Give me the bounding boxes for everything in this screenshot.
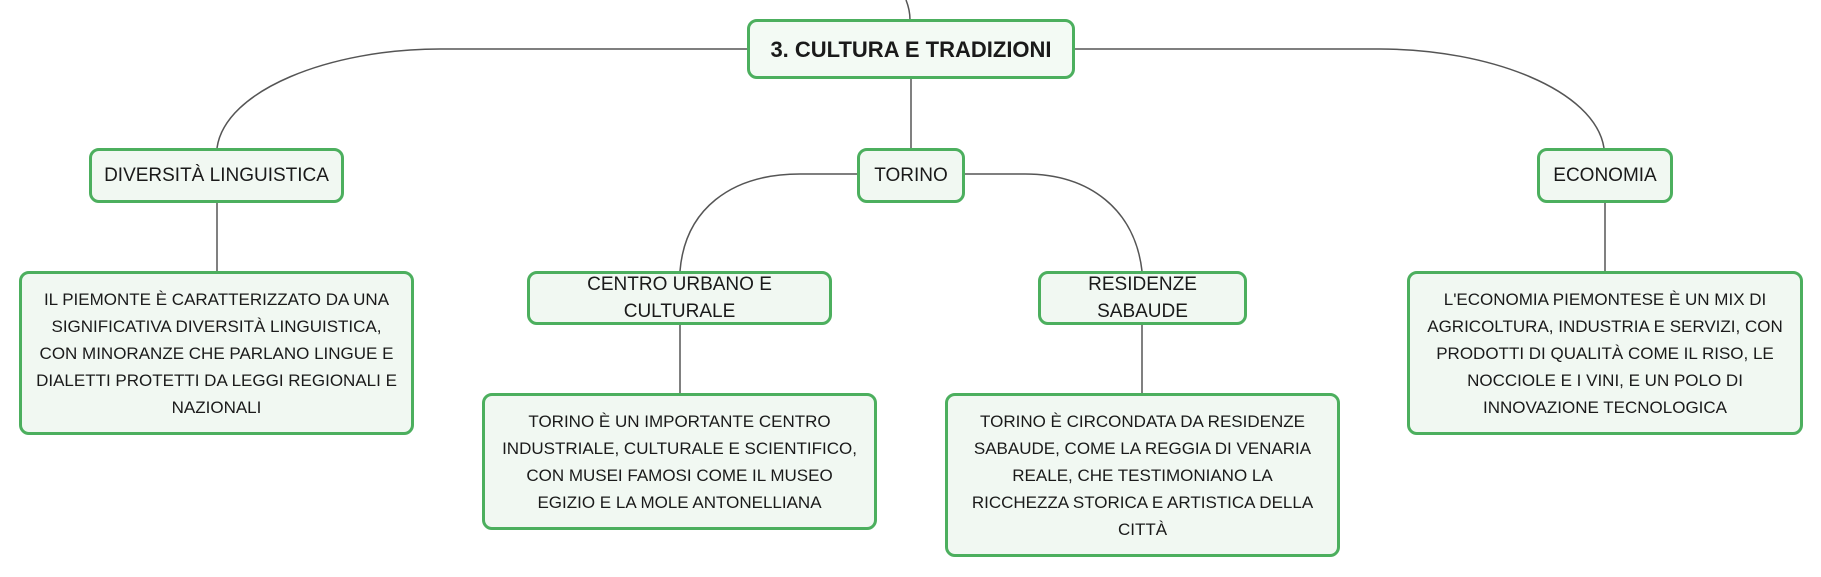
connector-torino-to-residenze [965,173,1143,272]
node-economia[interactable]: ECONOMIA [1537,148,1673,203]
node-text: L'ECONOMIA PIEMONTESE È UN MIX DI AGRICO… [1427,289,1783,417]
node-label: RESIDENZE SABAUDE [1088,274,1197,322]
node-text: TORINO È UN IMPORTANTE CENTRO INDUSTRIAL… [502,411,857,512]
node-residenze-detail[interactable]: TORINO È CIRCONDATA DA RESIDENZE SABAUDE… [945,393,1340,557]
connector-torino-to-centro [679,173,857,272]
node-label: CENTRO URBANO E CULTURALE [587,274,772,322]
node-centro-detail[interactable]: TORINO È UN IMPORTANTE CENTRO INDUSTRIAL… [482,393,877,530]
node-centro-urbano[interactable]: CENTRO URBANO E CULTURALE [527,271,832,325]
connector-root-to-economia [1075,48,1605,149]
node-torino[interactable]: TORINO [857,148,965,203]
node-linguistic-detail[interactable]: IL PIEMONTE È CARATTERIZZATO DA UNA SIGN… [19,271,414,435]
node-diversita-linguistica[interactable]: DIVERSITÀ LINGUISTICA [89,148,344,203]
node-economia-detail[interactable]: L'ECONOMIA PIEMONTESE È UN MIX DI AGRICO… [1407,271,1803,435]
node-text: IL PIEMONTE È CARATTERIZZATO DA UNA SIGN… [36,289,397,417]
node-residenze-sabaude[interactable]: RESIDENZE SABAUDE [1038,271,1247,325]
root-label: 3. CULTURA E TRADIZIONI [770,36,1052,62]
connector-root-to-linguistic [216,48,748,149]
node-label: ECONOMIA [1553,165,1657,186]
node-text: TORINO È CIRCONDATA DA RESIDENZE SABAUDE… [971,411,1314,539]
root-node[interactable]: 3. CULTURA E TRADIZIONI [747,19,1075,79]
node-label: DIVERSITÀ LINGUISTICA [104,165,329,186]
connector-parent-to-root [905,0,911,21]
node-label: TORINO [874,165,948,186]
